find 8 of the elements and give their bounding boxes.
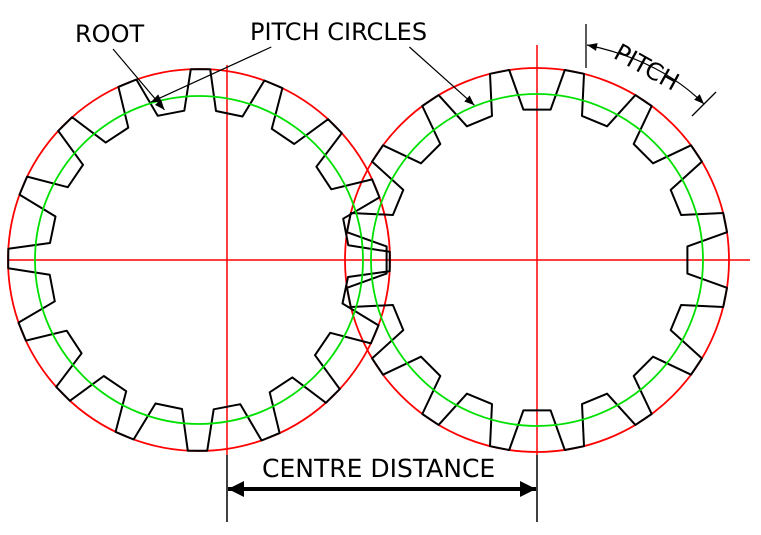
leader-line <box>112 48 165 110</box>
callout-label: ROOT <box>75 22 144 46</box>
pitch-circle <box>370 93 704 427</box>
callout-label: PITCH CIRCLES <box>250 20 428 44</box>
leader-line <box>150 46 272 103</box>
dimension-label: CENTRE DISTANCE <box>262 456 496 481</box>
leader-line <box>409 46 475 106</box>
pitch-circle <box>34 95 364 425</box>
